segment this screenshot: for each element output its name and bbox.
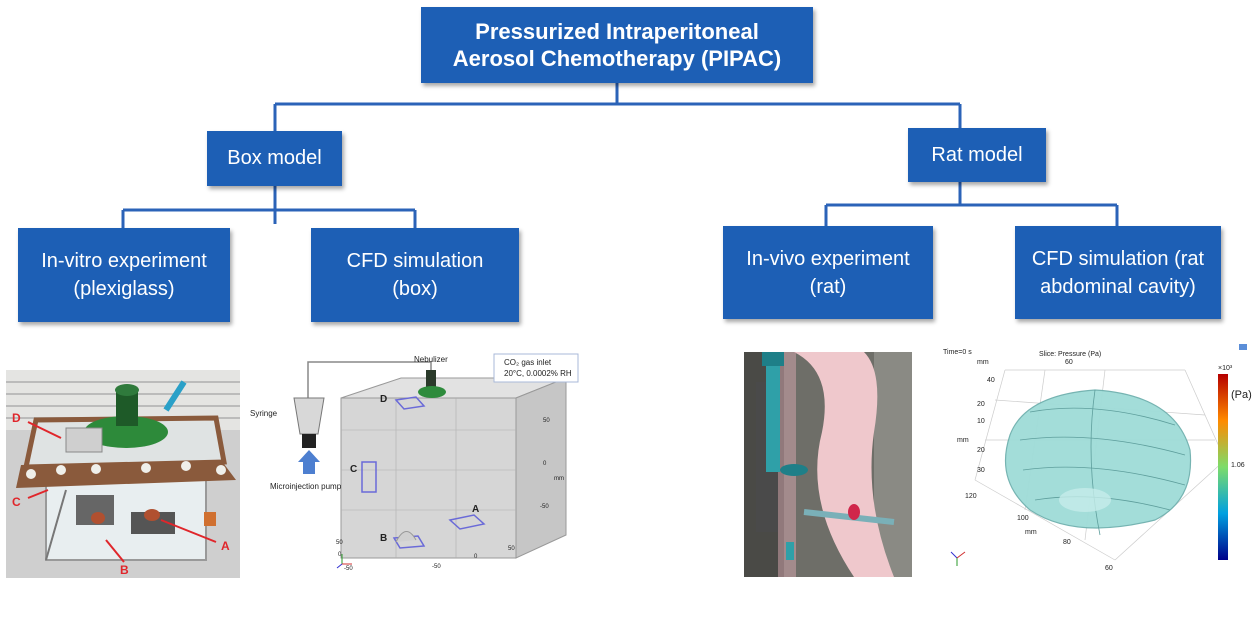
unit-mm-left: mm (957, 437, 969, 444)
root-node-pipac: Pressurized Intraperitoneal Aerosol Chem… (421, 7, 813, 83)
region-c: C (350, 464, 357, 475)
tick-60-bottom: 60 (1105, 565, 1113, 572)
cfd-rat-line1: CFD simulation (rat (1031, 247, 1205, 270)
invivo-node: In-vivo experiment (rat) (723, 226, 933, 319)
tick-120: 120 (965, 493, 977, 500)
tick-right-50: 50 (543, 418, 550, 424)
cfd-rat-simulation: Time=0 s Slice: Pressure (Pa) ×10³ 1.06 … (935, 340, 1252, 580)
marker-a: A (221, 539, 230, 553)
box-model-label: Box model (227, 147, 322, 169)
cfd-box-node: CFD simulation (box) (311, 228, 519, 322)
invitro-line2: (plexiglass) (73, 278, 175, 300)
cfd-box-schematic: Nebulizer CO₂ gas inlet 20°C, 0.0002% RH… (246, 350, 586, 578)
gas-inlet-line1: CO₂ gas inlet (504, 358, 552, 367)
unit-mm-bottom: mm (1025, 529, 1037, 536)
syringe-label: Syringe (250, 409, 278, 418)
tick-60-top: 60 (1065, 359, 1073, 366)
tick-10: 10 (977, 418, 985, 425)
colorbar (1218, 374, 1228, 560)
tick-bottom-0a: 0 (474, 554, 478, 560)
tick-bottom-neg50a: -50 (432, 564, 441, 570)
tick-100: 100 (1017, 515, 1029, 522)
box-model-node: Box model (207, 131, 342, 186)
rat-model-label: Rat model (931, 143, 1023, 166)
tick-30: 30 (977, 467, 985, 474)
root-title-line1: Pressurized Intraperitoneal (475, 19, 759, 44)
rat-photo (744, 352, 912, 577)
invitro-node: In-vitro experiment (plexiglass) (18, 228, 230, 322)
invitro-line1: In-vitro experiment (41, 250, 207, 272)
tick-20a: 20 (977, 401, 985, 408)
unit-mm-top: mm (977, 359, 989, 366)
marker-c: C (12, 495, 21, 509)
rat-model-node: Rat model (908, 128, 1046, 182)
tick-right-neg50: -50 (540, 504, 549, 510)
invivo-line1: In-vivo experiment (746, 247, 910, 270)
plexiglass-photo: D C B A (6, 370, 240, 578)
region-d: D (380, 394, 387, 405)
region-a: A (472, 504, 479, 515)
invivo-line2: (rat) (809, 275, 847, 298)
cfd-box-line2: (box) (392, 278, 438, 300)
marker-b: B (120, 563, 129, 577)
axis-triad-icon (336, 554, 352, 569)
tick-40: 40 (987, 377, 995, 384)
right-axis-unit: mm (554, 476, 564, 482)
cfd-rat-line2: abdominal cavity) (1040, 275, 1196, 298)
colorbar-value: 1.06 (1231, 462, 1245, 469)
root-title-line2: Aerosol Chemotherapy (PIPAC) (452, 46, 782, 71)
tick-bottom-50b: 50 (336, 540, 343, 546)
tick-bottom-50a: 50 (508, 546, 515, 552)
tick-bottom-0b: 0 (338, 552, 342, 558)
colorbar-scale: ×10³ (1218, 365, 1233, 372)
camera-icon (1239, 344, 1247, 350)
axis-triad-icon-rat (950, 551, 966, 566)
tick-20b: 20 (977, 447, 985, 454)
region-b: B (380, 533, 387, 544)
colorbar-unit: (Pa) (1231, 389, 1252, 401)
time-label: Time=0 s (943, 349, 972, 356)
cfd-box-line1: CFD simulation (346, 250, 484, 272)
tick-bottom-neg50b: -50 (344, 566, 353, 572)
gas-inlet-line2: 20°C, 0.0002% RH (504, 369, 572, 378)
nebulizer-label: Nebulizer (414, 355, 448, 364)
tick-80: 80 (1063, 539, 1071, 546)
pump-label: Microinjection pump (270, 482, 342, 491)
marker-d: D (12, 411, 21, 425)
tick-right-0: 0 (543, 461, 547, 467)
cfd-rat-node: CFD simulation (rat abdominal cavity) (1015, 226, 1221, 319)
slice-label: Slice: Pressure (Pa) (1039, 351, 1101, 358)
